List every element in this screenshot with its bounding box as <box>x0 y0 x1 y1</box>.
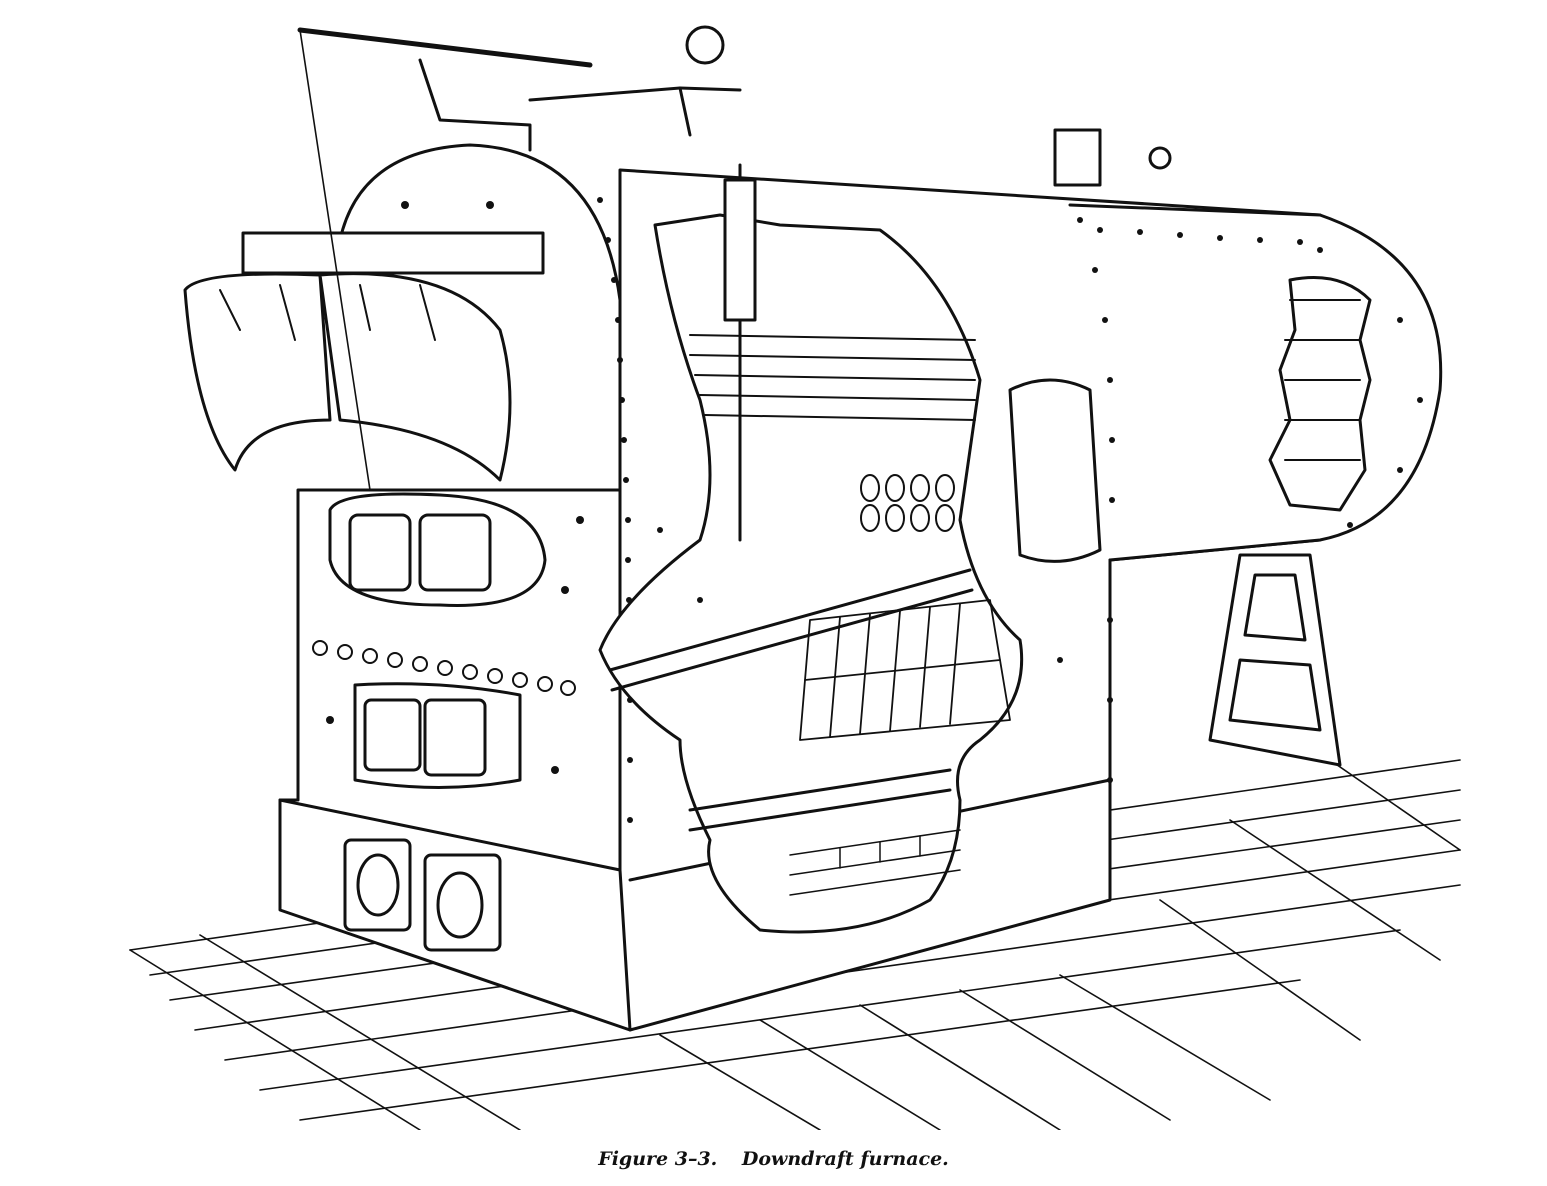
figure-caption: Figure 3–3. Downdraft furnace. <box>0 1148 1547 1170</box>
front-bolts <box>312 640 576 696</box>
interior-tubes <box>689 334 976 421</box>
top-piping <box>297 27 742 491</box>
figure-title: Downdraft furnace. <box>741 1148 949 1170</box>
middle-doors <box>328 492 547 607</box>
brick-work <box>789 829 961 896</box>
grate <box>799 599 1011 741</box>
downdraft-furnace-illustration <box>129 25 1461 1130</box>
gauge-column <box>685 25 757 542</box>
rivets <box>326 197 1423 823</box>
drum-cutaway <box>1268 276 1372 512</box>
rear-stand <box>1208 553 1342 767</box>
ashpit-doors <box>343 838 502 952</box>
drum-tubes <box>1284 299 1361 461</box>
tube-ends <box>860 474 955 532</box>
figure-number: Figure 3–3. <box>598 1148 718 1170</box>
lower-doors <box>353 682 522 789</box>
upper-doors <box>183 231 545 482</box>
side-access-door <box>1008 378 1102 563</box>
rear-drum <box>1068 203 1443 562</box>
water-pipe <box>608 568 974 832</box>
safety-valve <box>1053 128 1172 187</box>
